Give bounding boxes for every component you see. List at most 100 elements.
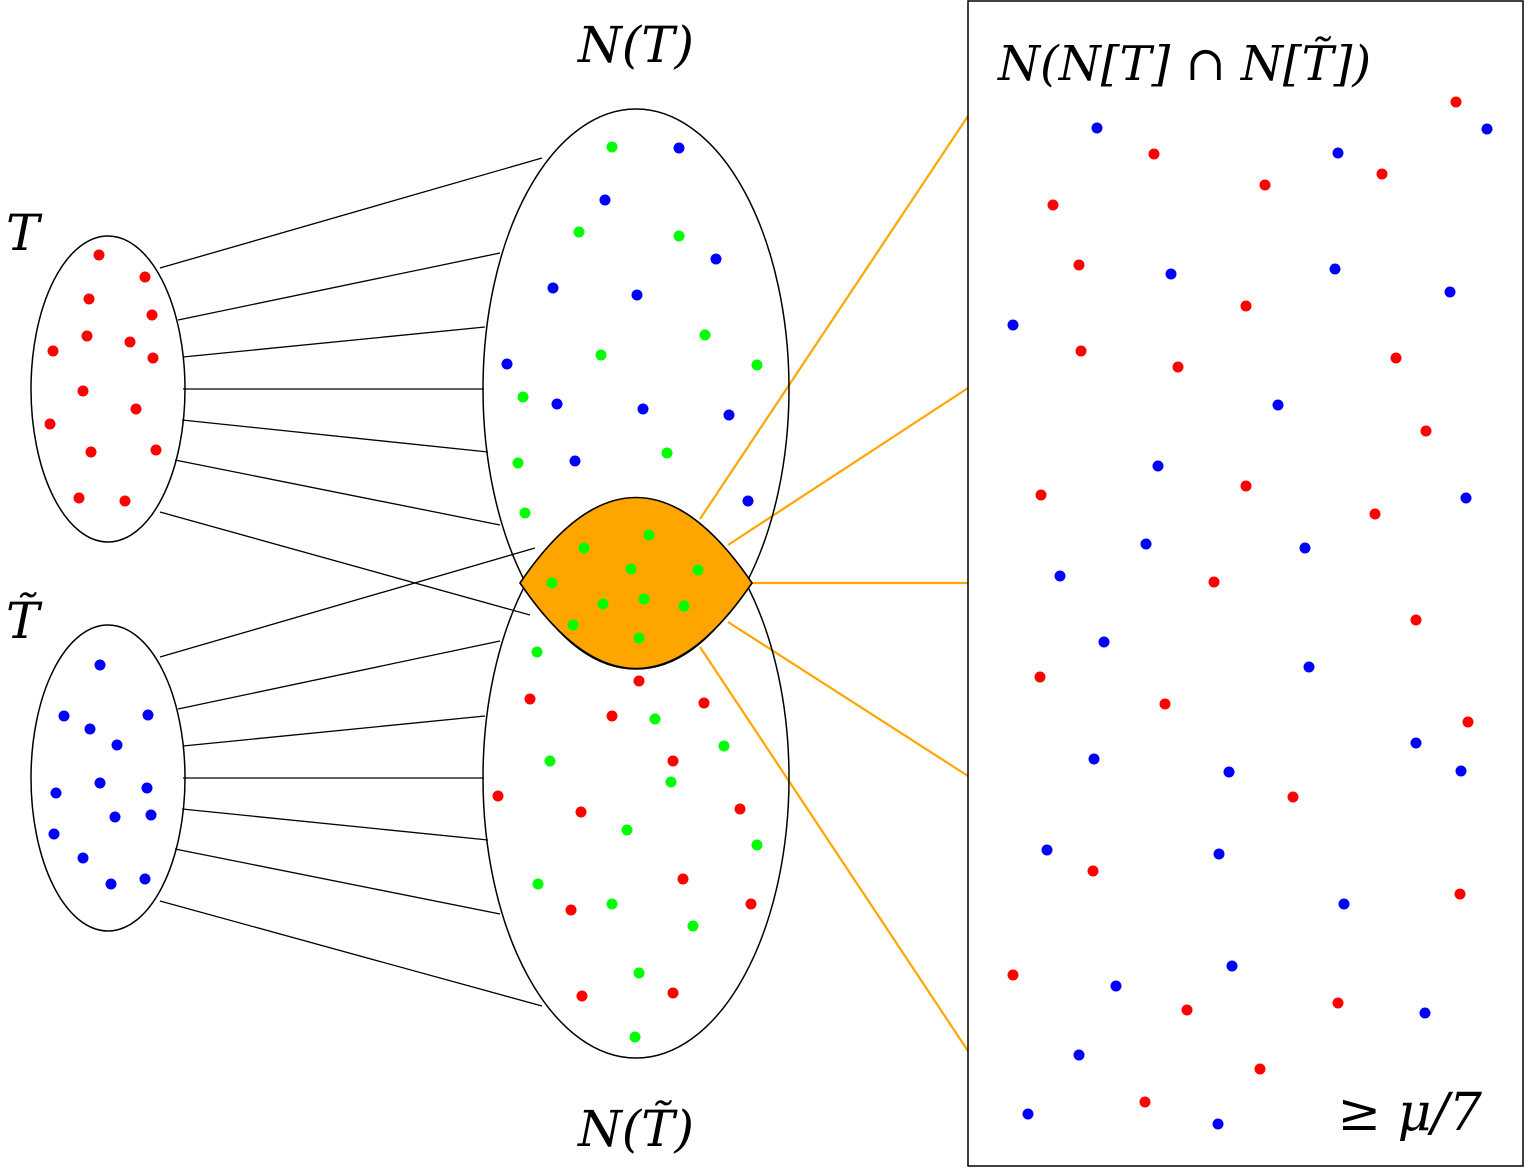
vertex-dot (718, 740, 730, 752)
vertex-dot (1240, 300, 1252, 312)
vertex-dot (633, 632, 645, 644)
vertex-dot (1410, 614, 1422, 626)
vertex-dot (501, 358, 513, 370)
edges-T-tilde (159, 547, 543, 1007)
vertex-dot (1226, 960, 1238, 972)
edge-line (177, 252, 501, 321)
label-N-T-tilde: N(T̃) (577, 1099, 694, 1158)
vertex-dot (44, 418, 56, 430)
vertex-dot (629, 1031, 641, 1043)
vertex-dot (742, 495, 754, 507)
vertex-dot (1091, 122, 1103, 134)
vertex-dot (1035, 489, 1047, 501)
vertex-dot (699, 329, 711, 341)
dots-N-T (501, 141, 763, 519)
vertex-dot (546, 577, 558, 589)
vertex-dot (597, 598, 609, 610)
vertex-dot (544, 755, 556, 767)
vertex-dot (606, 898, 618, 910)
vertex-dot (83, 293, 95, 305)
vertex-dot (1240, 480, 1252, 492)
vertex-dot (1181, 1004, 1193, 1016)
vertex-dot (1172, 361, 1184, 373)
vertex-dot (649, 713, 661, 725)
vertex-dot (58, 710, 70, 722)
vertex-dot (1073, 1049, 1085, 1061)
connector-line (699, 115, 969, 520)
vertex-dot (109, 811, 121, 823)
vertex-dot (531, 646, 543, 658)
vertex-dot (48, 828, 60, 840)
vertex-dot (710, 253, 722, 265)
vertex-dot (665, 776, 677, 788)
label-T: T (6, 204, 43, 262)
vertex-dot (119, 495, 131, 507)
vertex-dot (678, 600, 690, 612)
dots-T (44, 249, 162, 507)
vertex-dot (1213, 848, 1225, 860)
vertex-dot (637, 403, 649, 415)
edge-line (182, 326, 486, 358)
vertex-dot (578, 542, 590, 554)
vertex-dot (698, 697, 710, 709)
vertex-dot (1212, 1118, 1224, 1130)
vertex-dot (633, 675, 645, 687)
vertex-dot (492, 790, 504, 802)
vertex-dot (1369, 508, 1381, 520)
vertex-dot (1272, 399, 1284, 411)
vertex-dot (141, 782, 153, 794)
vertex-dot (673, 142, 685, 154)
vertex-dot (1410, 737, 1422, 749)
vertex-dot (1462, 716, 1474, 728)
vertex-dot (1098, 636, 1110, 648)
vertex-dot (85, 446, 97, 458)
vertex-dot (1420, 425, 1432, 437)
connector-line (727, 387, 969, 546)
vertex-dot (1110, 980, 1122, 992)
vertex-dot (573, 226, 585, 238)
vertex-dot (1041, 844, 1053, 856)
dots-intersection (546, 529, 704, 644)
connector-line (699, 646, 969, 1052)
vertex-dot (567, 619, 579, 631)
vertex-dot (1259, 179, 1271, 191)
vertex-dot (1208, 576, 1220, 588)
vertex-dot (565, 904, 577, 916)
dots-N-T-tilde (492, 646, 763, 1043)
vertex-dot (1034, 671, 1046, 683)
vertex-dot (130, 403, 142, 415)
vertex-dot (524, 693, 536, 705)
edge-line (177, 640, 501, 710)
vertex-dot (1338, 898, 1350, 910)
edge-line (159, 157, 543, 269)
vertex-dot (1460, 492, 1472, 504)
vertex-dot (1444, 286, 1456, 298)
vertex-dot (1332, 997, 1344, 1009)
edge-line (181, 808, 489, 841)
vertex-dot (606, 141, 618, 153)
vertex-dot (625, 563, 637, 575)
vertex-dot (519, 507, 531, 519)
dots-T-tilde (48, 659, 157, 890)
vertex-dot (93, 249, 105, 261)
vertex-dot (1390, 352, 1402, 364)
vertex-dot (734, 803, 746, 815)
vertex-dot (1140, 538, 1152, 550)
vertex-dot (569, 455, 581, 467)
vertex-dot (139, 271, 151, 283)
edge-line (159, 547, 536, 658)
edge-line (159, 900, 543, 1007)
vertex-dot (517, 391, 529, 403)
vertex-dot (1088, 753, 1100, 765)
connectors-to-box (699, 115, 969, 1052)
vertex-dot (631, 289, 643, 301)
vertex-dot (1376, 168, 1388, 180)
edge-line (174, 848, 501, 915)
vertex-dot (1087, 865, 1099, 877)
vertex-dot (638, 593, 650, 605)
vertex-dot (124, 336, 136, 348)
vertex-dot (139, 873, 151, 885)
vertex-dot (81, 330, 93, 342)
